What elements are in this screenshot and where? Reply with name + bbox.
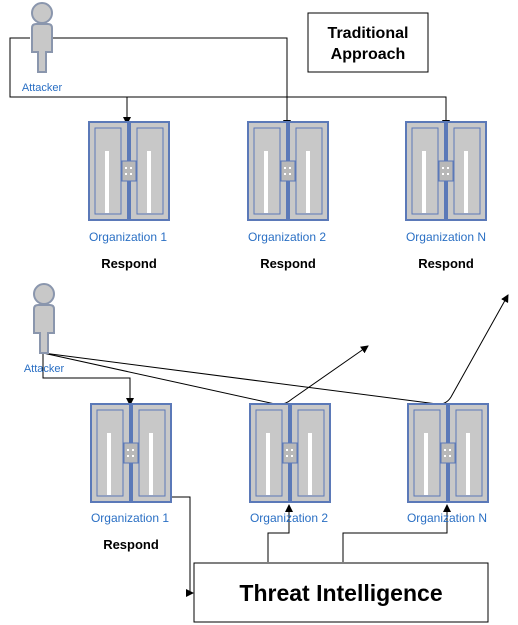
attack-arrow-org2 <box>42 37 291 128</box>
attacker-icon <box>31 2 53 73</box>
orgn-respond: Respond <box>418 256 474 271</box>
ti-org2-label: Organization 2 <box>250 511 328 525</box>
attacker-label-ti: Attacker <box>24 363 65 375</box>
traditional-title-line1: Traditional <box>328 25 409 42</box>
server-icon-ti-orgn <box>407 403 489 503</box>
org1-label: Organization 1 <box>89 230 167 244</box>
ti-arrow-to-org2 <box>267 504 293 562</box>
attack-arrow-ti-org1 <box>42 353 134 406</box>
share-arrow-org1-to-ti <box>170 496 194 597</box>
attacker-icon-ti <box>33 283 55 354</box>
server-icon-ti-org2 <box>249 403 331 503</box>
deflected-arrow-org2 <box>42 345 369 405</box>
ti-orgn-label: Organization N <box>407 511 487 525</box>
ti-org1-respond: Respond <box>103 537 159 552</box>
server-icon-orgn <box>405 121 487 221</box>
traditional-section: Traditional Approach Attacker Organizati… <box>9 2 487 271</box>
deflected-arrow-orgn <box>42 294 509 405</box>
attack-arrow-orgn <box>127 96 450 128</box>
attack-arrow-org1 <box>9 37 131 125</box>
server-icon-org1 <box>88 121 170 221</box>
org1-respond: Respond <box>101 256 157 271</box>
traditional-connectors <box>9 37 450 128</box>
traditional-title-box: Traditional Approach <box>307 12 429 73</box>
threat-intelligence-box: Threat Intelligence <box>193 562 489 623</box>
server-icon-org2 <box>247 121 329 221</box>
org2-label: Organization 2 <box>248 230 326 244</box>
ti-org1-label: Organization 1 <box>91 511 169 525</box>
orgn-label: Organization N <box>406 230 486 244</box>
org2-respond: Respond <box>260 256 316 271</box>
ti-arrow-to-orgn <box>342 504 451 562</box>
traditional-title-line2: Approach <box>331 46 406 63</box>
threat-intelligence-label: Threat Intelligence <box>239 580 442 606</box>
threat-intel-section: Attacker Organization 1 Organization 2 O… <box>24 283 509 623</box>
attacker-label: Attacker <box>22 82 63 94</box>
server-icon-ti-org1 <box>90 403 172 503</box>
